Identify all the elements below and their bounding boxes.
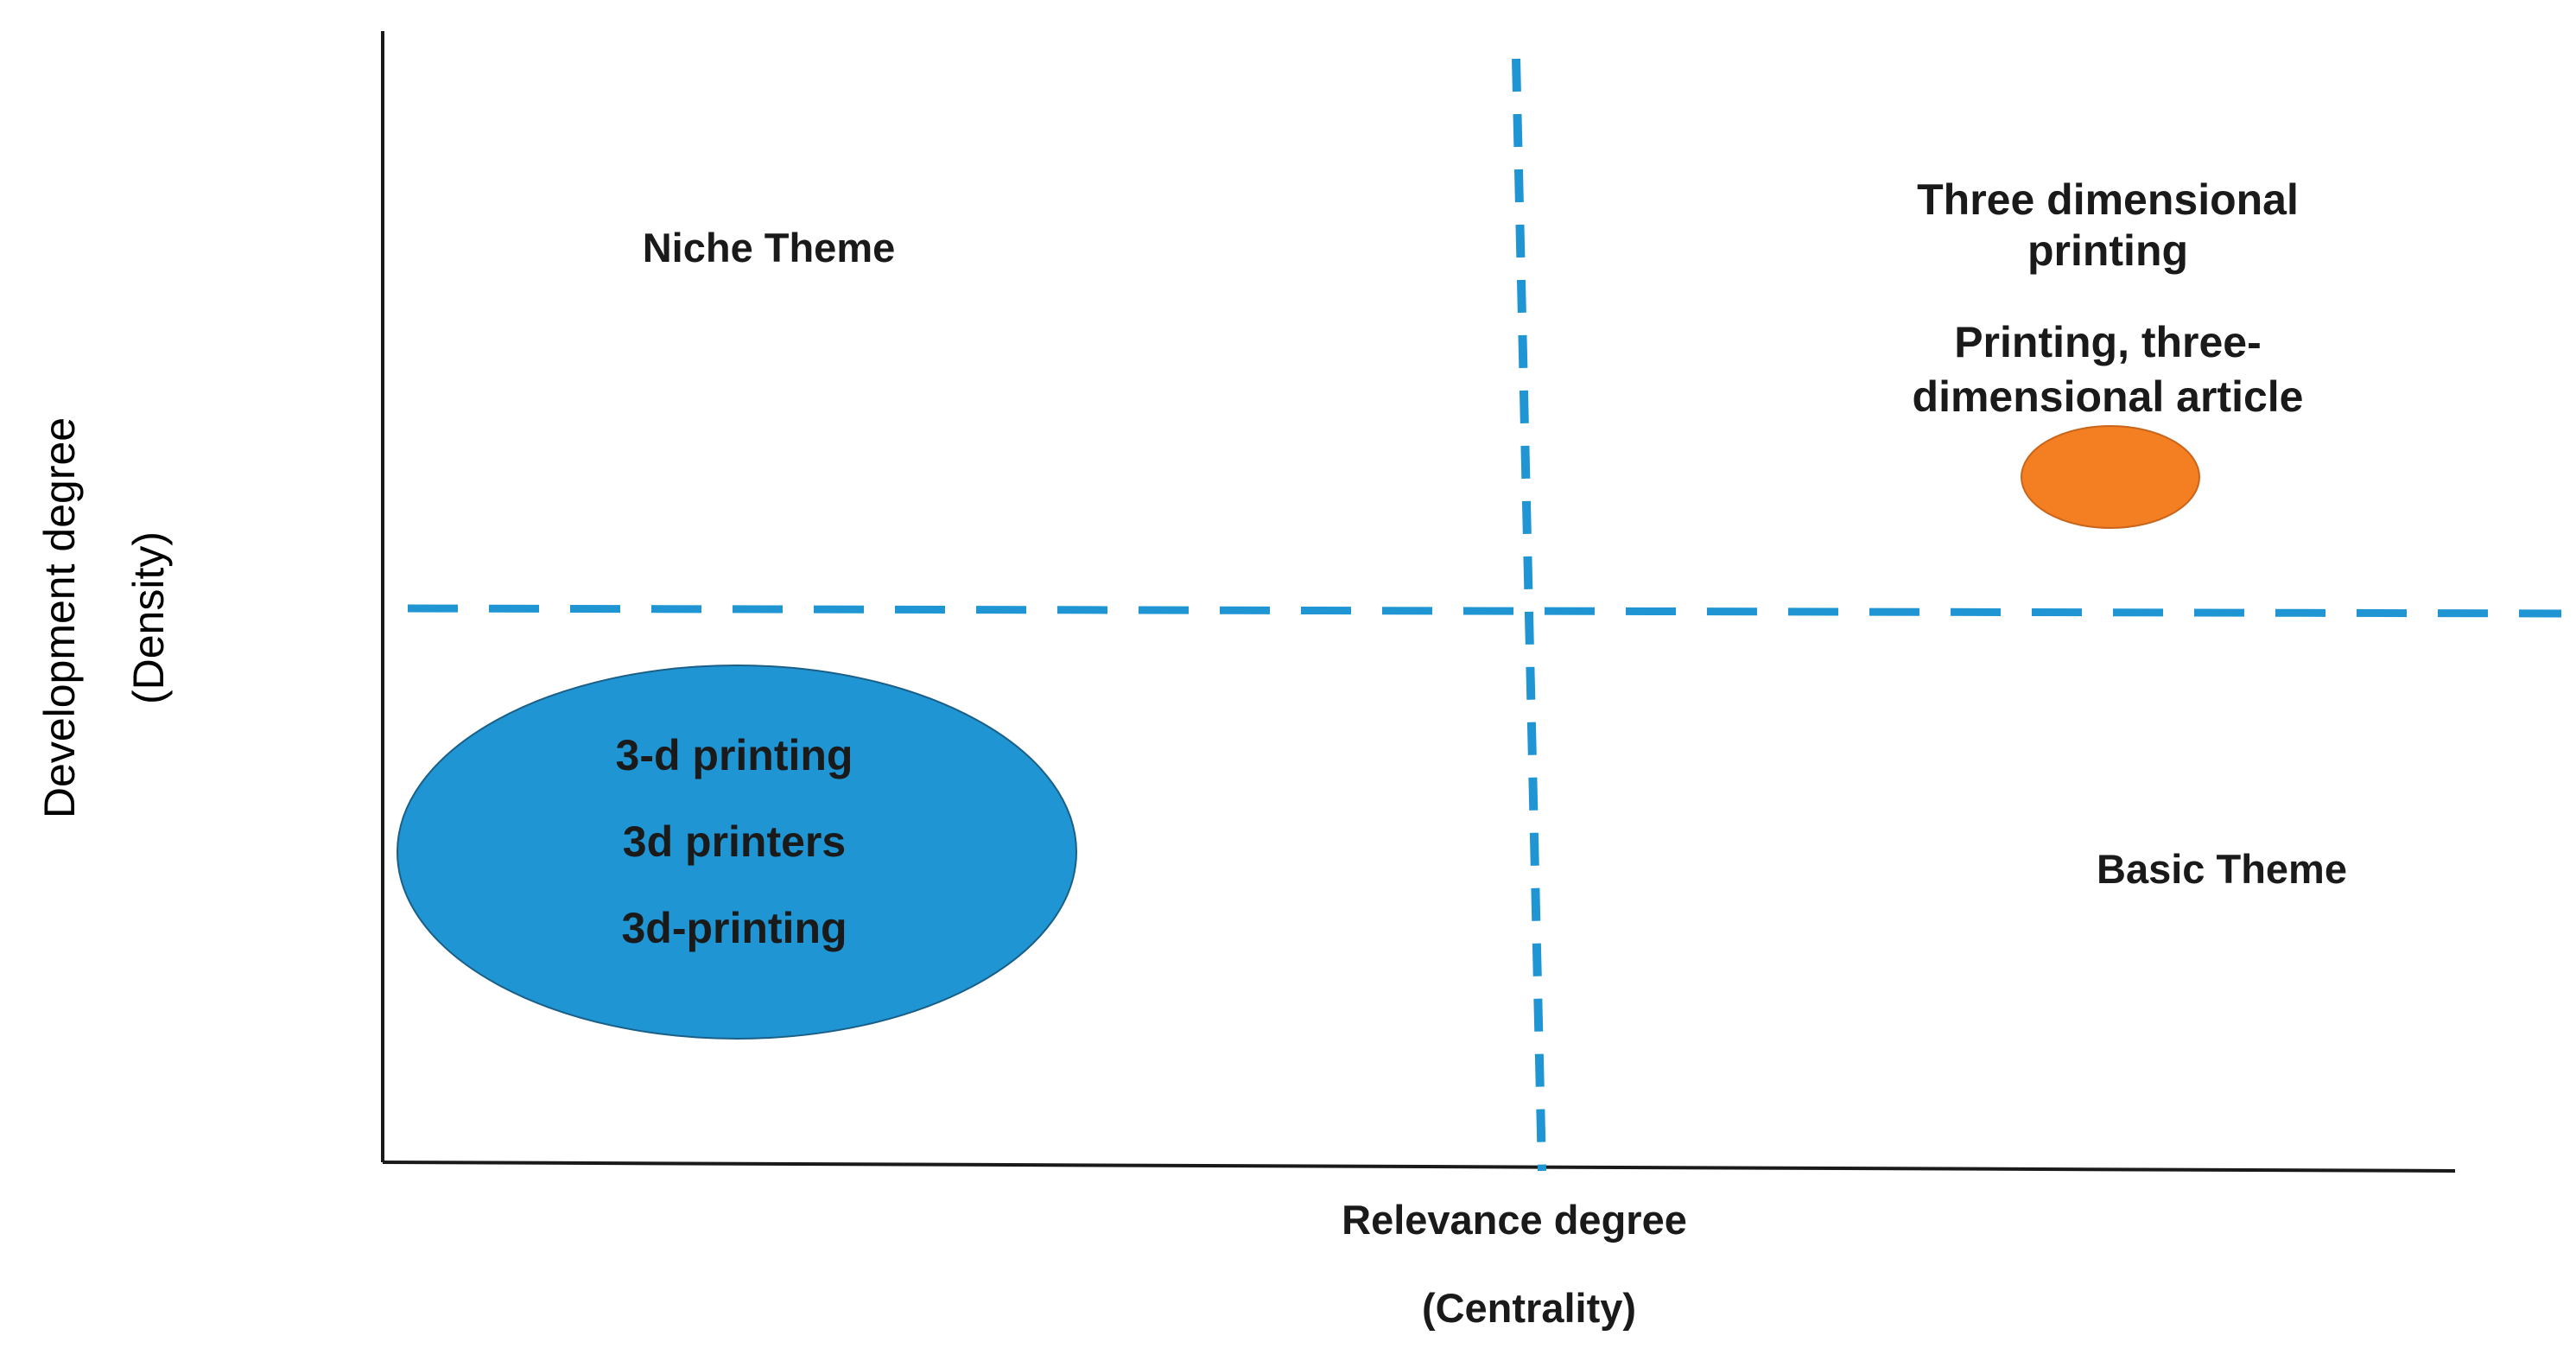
motor-theme-bubble	[2021, 425, 2200, 529]
x-axis-subtitle: (Centrality)	[1422, 1285, 1636, 1331]
y-axis-title: Development degree	[35, 417, 84, 818]
basic-theme-label: Basic Theme	[2097, 846, 2347, 892]
motor-term-4: dimensional article	[1913, 372, 2304, 421]
bubble-term-3: 3d-printing	[621, 904, 847, 952]
motor-term-2: printing	[2027, 226, 2188, 275]
bubble-term-1: 3-d printing	[616, 731, 853, 779]
x-axis-title: Relevance degree	[1342, 1197, 1687, 1243]
motor-term-1: Three dimensional	[1917, 175, 2299, 224]
horizontal-divider	[407, 604, 2562, 618]
y-axis-subtitle: (Density)	[124, 531, 173, 704]
vertical-divider	[1512, 58, 1546, 1172]
niche-theme-label: Niche Theme	[643, 225, 896, 270]
basic-theme-bubble	[397, 665, 1077, 1040]
bubble-term-2: 3d printers	[623, 817, 846, 866]
motor-term-3: Printing, three-	[1954, 318, 2262, 366]
x-axis-line	[382, 1161, 2456, 1173]
